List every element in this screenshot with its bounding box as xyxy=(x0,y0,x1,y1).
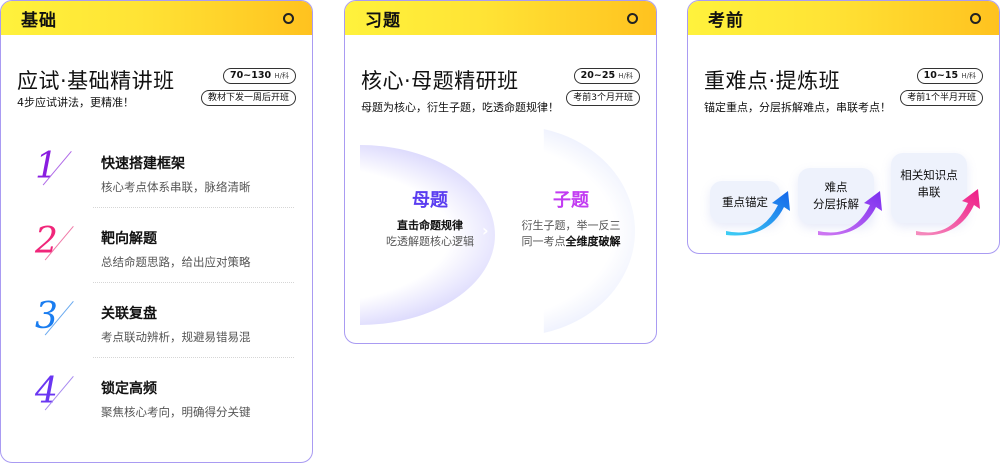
step-item: 4 锁定高频 聚焦核心考向，明确得分关键 xyxy=(1,366,312,441)
child-line2-bold: 全维度破解 xyxy=(565,235,621,248)
hours-unit: H/科 xyxy=(618,72,633,80)
card-header-title: 基础 xyxy=(21,10,57,31)
step-item: 3 关联复盘 考点联动辨析，规避易错易混 xyxy=(1,291,312,366)
step-number: 3 xyxy=(35,296,58,337)
hours-badge: 10~15 H/科 xyxy=(916,68,983,84)
step-desc: 核心考点体系串联，脉络清晰 xyxy=(101,180,251,194)
step-desc: 考点联动辨析，规避易错易混 xyxy=(101,330,251,344)
step-title: 快速搭建框架 xyxy=(101,156,185,172)
steps-diagram: 重点锚定 难点分层拆解 相关知识点串联 xyxy=(688,151,999,251)
course-subtitle: 锚定重点，分层拆解难点，串联考点！ xyxy=(704,101,891,114)
hours-value: 70~130 xyxy=(230,70,272,81)
course-subtitle: 4步应试讲法，更精准！ xyxy=(17,96,134,109)
mother-child-diagram: 母题 直击命题规律 吃透解题核心逻辑 › 子题 衍生子题，举一反三 同一考点全维… xyxy=(345,121,656,341)
course-title: 应试·基础精讲班 xyxy=(17,69,175,93)
start-badge: 教材下发一周后开班 xyxy=(200,90,296,106)
arrow-up-icon xyxy=(818,191,882,236)
steps-list: 1 快速搭建框架 核心考点体系串联，脉络清晰 2 靶向解题 总结命题思路，给出应… xyxy=(1,141,312,441)
arrow-up-icon xyxy=(726,191,790,236)
course-head: 重难点·提炼班 锚定重点，分层拆解难点，串联考点！ 10~15 H/科 考前1个… xyxy=(688,35,999,115)
child-title: 子题 xyxy=(553,190,589,211)
circle-icon[interactable] xyxy=(970,12,981,24)
arrow-up-icon xyxy=(916,189,980,236)
course-title: 重难点·提炼班 xyxy=(704,69,841,93)
divider xyxy=(93,207,294,208)
step-item: 1 快速搭建框架 核心考点体系串联，脉络清晰 xyxy=(1,141,312,216)
step-desc: 总结命题思路，给出应对策略 xyxy=(101,255,251,269)
card-header: 习题 xyxy=(345,1,656,35)
block-difficult-points: 难点分层拆解 xyxy=(798,168,874,224)
card-pre-exam[interactable]: 考前 重难点·提炼班 锚定重点，分层拆解难点，串联考点！ 10~15 H/科 考… xyxy=(687,0,1000,254)
start-badge: 考前3个月开班 xyxy=(566,90,640,106)
course-head: 应试·基础精讲班 4步应试讲法，更精准！ 70~130 H/科 教材下发一周后开… xyxy=(1,35,312,115)
hours-badge: 70~130 H/科 xyxy=(223,68,296,84)
step-title: 锁定高频 xyxy=(101,381,157,397)
step-desc: 聚焦核心考向，明确得分关键 xyxy=(101,405,251,419)
course-title: 核心·母题精研班 xyxy=(361,69,519,93)
card-header: 考前 xyxy=(688,1,999,35)
child-line2-plain: 同一考点 xyxy=(521,235,566,248)
circle-icon[interactable] xyxy=(627,12,638,24)
block-line1: 难点 xyxy=(824,180,848,194)
step-title: 关联复盘 xyxy=(101,306,157,322)
card-basic[interactable]: 基础 应试·基础精讲班 4步应试讲法，更精准！ 70~130 H/科 教材下发一… xyxy=(0,0,313,463)
course-subtitle: 母题为核心，衍生子题，吃透命题规律！ xyxy=(361,101,559,114)
course-head: 核心·母题精研班 母题为核心，衍生子题，吃透命题规律！ 20~25 H/科 考前… xyxy=(345,35,656,115)
hours-unit: H/科 xyxy=(274,72,289,80)
step-number: 1 xyxy=(35,146,58,187)
divider xyxy=(93,282,294,283)
step-title: 靶向解题 xyxy=(101,231,157,247)
block-related-knowledge: 相关知识点串联 xyxy=(891,153,967,223)
circle-icon[interactable] xyxy=(283,12,294,24)
hours-value: 10~15 xyxy=(923,70,959,81)
hours-badge: 20~25 H/科 xyxy=(573,68,640,84)
block-line1: 重点锚定 xyxy=(722,194,768,209)
mother-title: 母题 xyxy=(412,190,448,211)
step-number: 4 xyxy=(35,371,58,412)
card-exercise[interactable]: 习题 核心·母题精研班 母题为核心，衍生子题，吃透命题规律！ 20~25 H/科… xyxy=(344,0,657,344)
block-key-points: 重点锚定 xyxy=(710,181,780,223)
block-line2: 串联 xyxy=(917,185,941,199)
child-block: 子题 衍生子题，举一反三 同一考点全维度破解 xyxy=(513,186,629,250)
card-header: 基础 xyxy=(1,1,312,35)
card-header-title: 习题 xyxy=(365,10,401,31)
block-line2: 分层拆解 xyxy=(813,197,859,211)
hours-value: 20~25 xyxy=(580,70,616,81)
step-item: 2 靶向解题 总结命题思路，给出应对策略 xyxy=(1,216,312,291)
mother-line2: 吃透解题核心逻辑 xyxy=(386,235,474,248)
step-number: 2 xyxy=(35,221,58,262)
mother-block: 母题 直击命题规律 吃透解题核心逻辑 xyxy=(365,186,495,250)
block-line1: 相关知识点 xyxy=(900,168,958,182)
hours-unit: H/科 xyxy=(961,72,976,80)
chevron-right-icon: › xyxy=(482,221,489,240)
start-badge: 考前1个半月开班 xyxy=(900,90,983,106)
mother-line1: 直击命题规律 xyxy=(397,219,463,232)
child-line2: 同一考点全维度破解 xyxy=(513,234,629,250)
divider xyxy=(93,357,294,358)
child-line1: 衍生子题，举一反三 xyxy=(521,219,621,232)
card-header-title: 考前 xyxy=(708,10,744,31)
